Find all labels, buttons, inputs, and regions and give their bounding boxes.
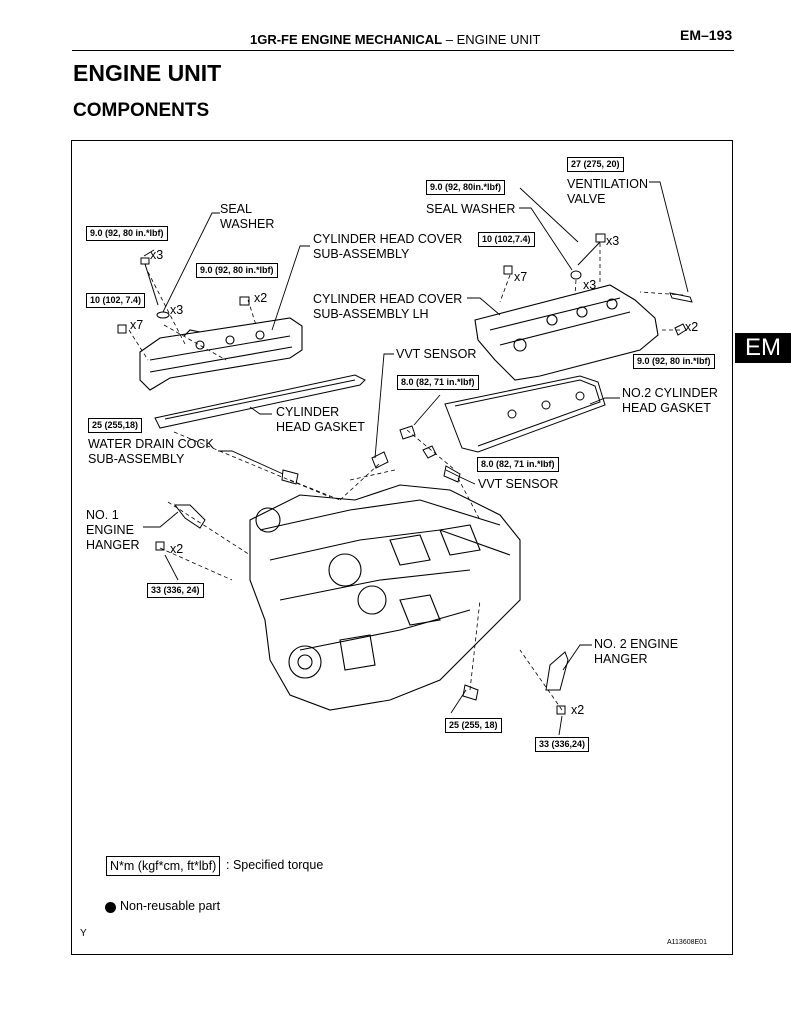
qty-label: x3 [583,278,597,292]
torque-spec: 8.0 (82, 71 in.*lbf) [477,457,559,472]
page-number: EM–193 [680,27,733,43]
rh-head-gasket [154,374,366,429]
label-water-drain-cock: WATER DRAIN COCK SUB-ASSEMBLY [88,437,214,466]
qty-label: x3 [150,248,164,262]
qty-label: x3 [170,303,184,317]
page-title: ENGINE UNIT [73,60,222,86]
qty-label: x2 [170,542,184,556]
qty-label: x7 [130,318,144,332]
qty-label: x2 [254,291,268,305]
leader-lines [143,181,689,736]
label-no1-engine-hanger: NO. 1 ENGINE HANGER [86,508,140,552]
label-seal-washer-right: SEAL WASHER [426,202,516,216]
torque-spec: 9.0 (92, 80 in.*lbf) [196,263,278,278]
legend-torque-desc: : Specified torque [226,858,324,872]
torque-spec: 10 (102,7.4) [478,232,535,247]
torque-spec: 9.0 (92, 80 in.*lbf) [633,354,715,369]
torque-spec: 8.0 (82, 71 in.*lbf) [397,375,479,390]
header-rule [72,50,734,51]
figure-frame [71,140,733,955]
engine-block [249,484,521,711]
header-title: 1GR-FE ENGINE MECHANICAL – ENGINE UNIT [250,32,540,47]
qty-label: x2 [571,703,585,717]
label-no2-cylinder-head-gasket: NO.2 CYLINDER HEAD GASKET [622,386,718,415]
footer-mark: Y [80,928,87,939]
header-section: 1GR-FE ENGINE MECHANICAL [250,32,443,47]
torque-spec: 10 (102, 7.4) [86,293,146,308]
torque-spec: 9.0 (92, 80in.*lbf) [426,180,506,195]
legend-torque-unit: N*m (kgf*cm, ft*lbf) [106,856,221,876]
label-vvt-sensor-top: VVT SENSOR [396,347,477,361]
figure-id: A113608E01 [667,939,707,946]
label-cylinder-head-cover-lh: CYLINDER HEAD COVER SUB-ASSEMBLY LH [313,292,463,321]
torque-spec: 27 (275, 20) [567,157,624,172]
label-no2-engine-hanger: NO. 2 ENGINE HANGER [594,637,679,666]
torque-spec: 25 (255, 18) [445,718,502,733]
section-tab[interactable]: EM [735,333,791,363]
label-cylinder-head-cover: CYLINDER HEAD COVER SUB-ASSEMBLY [313,232,463,261]
small-parts [117,233,693,715]
lh-head-cover [474,284,659,381]
label-vvt-sensor-bottom: VVT SENSOR [478,477,559,491]
lh-head-gasket [444,375,606,453]
page-subtitle: COMPONENTS [73,100,210,121]
legend-non-reusable: Non-reusable part [120,899,221,913]
torque-spec: 33 (336,24) [535,737,590,752]
label-ventilation-valve: VENTILATION VALVE [567,177,649,206]
header-separator: – [445,32,453,47]
qty-label: x2 [685,320,699,334]
torque-spec: 9.0 (92, 80 in.*lbf) [86,226,168,241]
torque-spec: 33 (336, 24) [147,583,204,598]
non-reusable-bullet-icon [105,902,116,913]
torque-spec: 25 (255,18) [88,418,143,433]
qty-label: x7 [514,270,528,284]
qty-label: x3 [606,234,620,248]
rh-head-cover [139,317,303,391]
label-seal-washer-left: SEAL WASHER [220,202,275,231]
header-subsection: ENGINE UNIT [456,32,541,47]
label-cylinder-head-gasket: CYLINDER HEAD GASKET [276,405,365,434]
